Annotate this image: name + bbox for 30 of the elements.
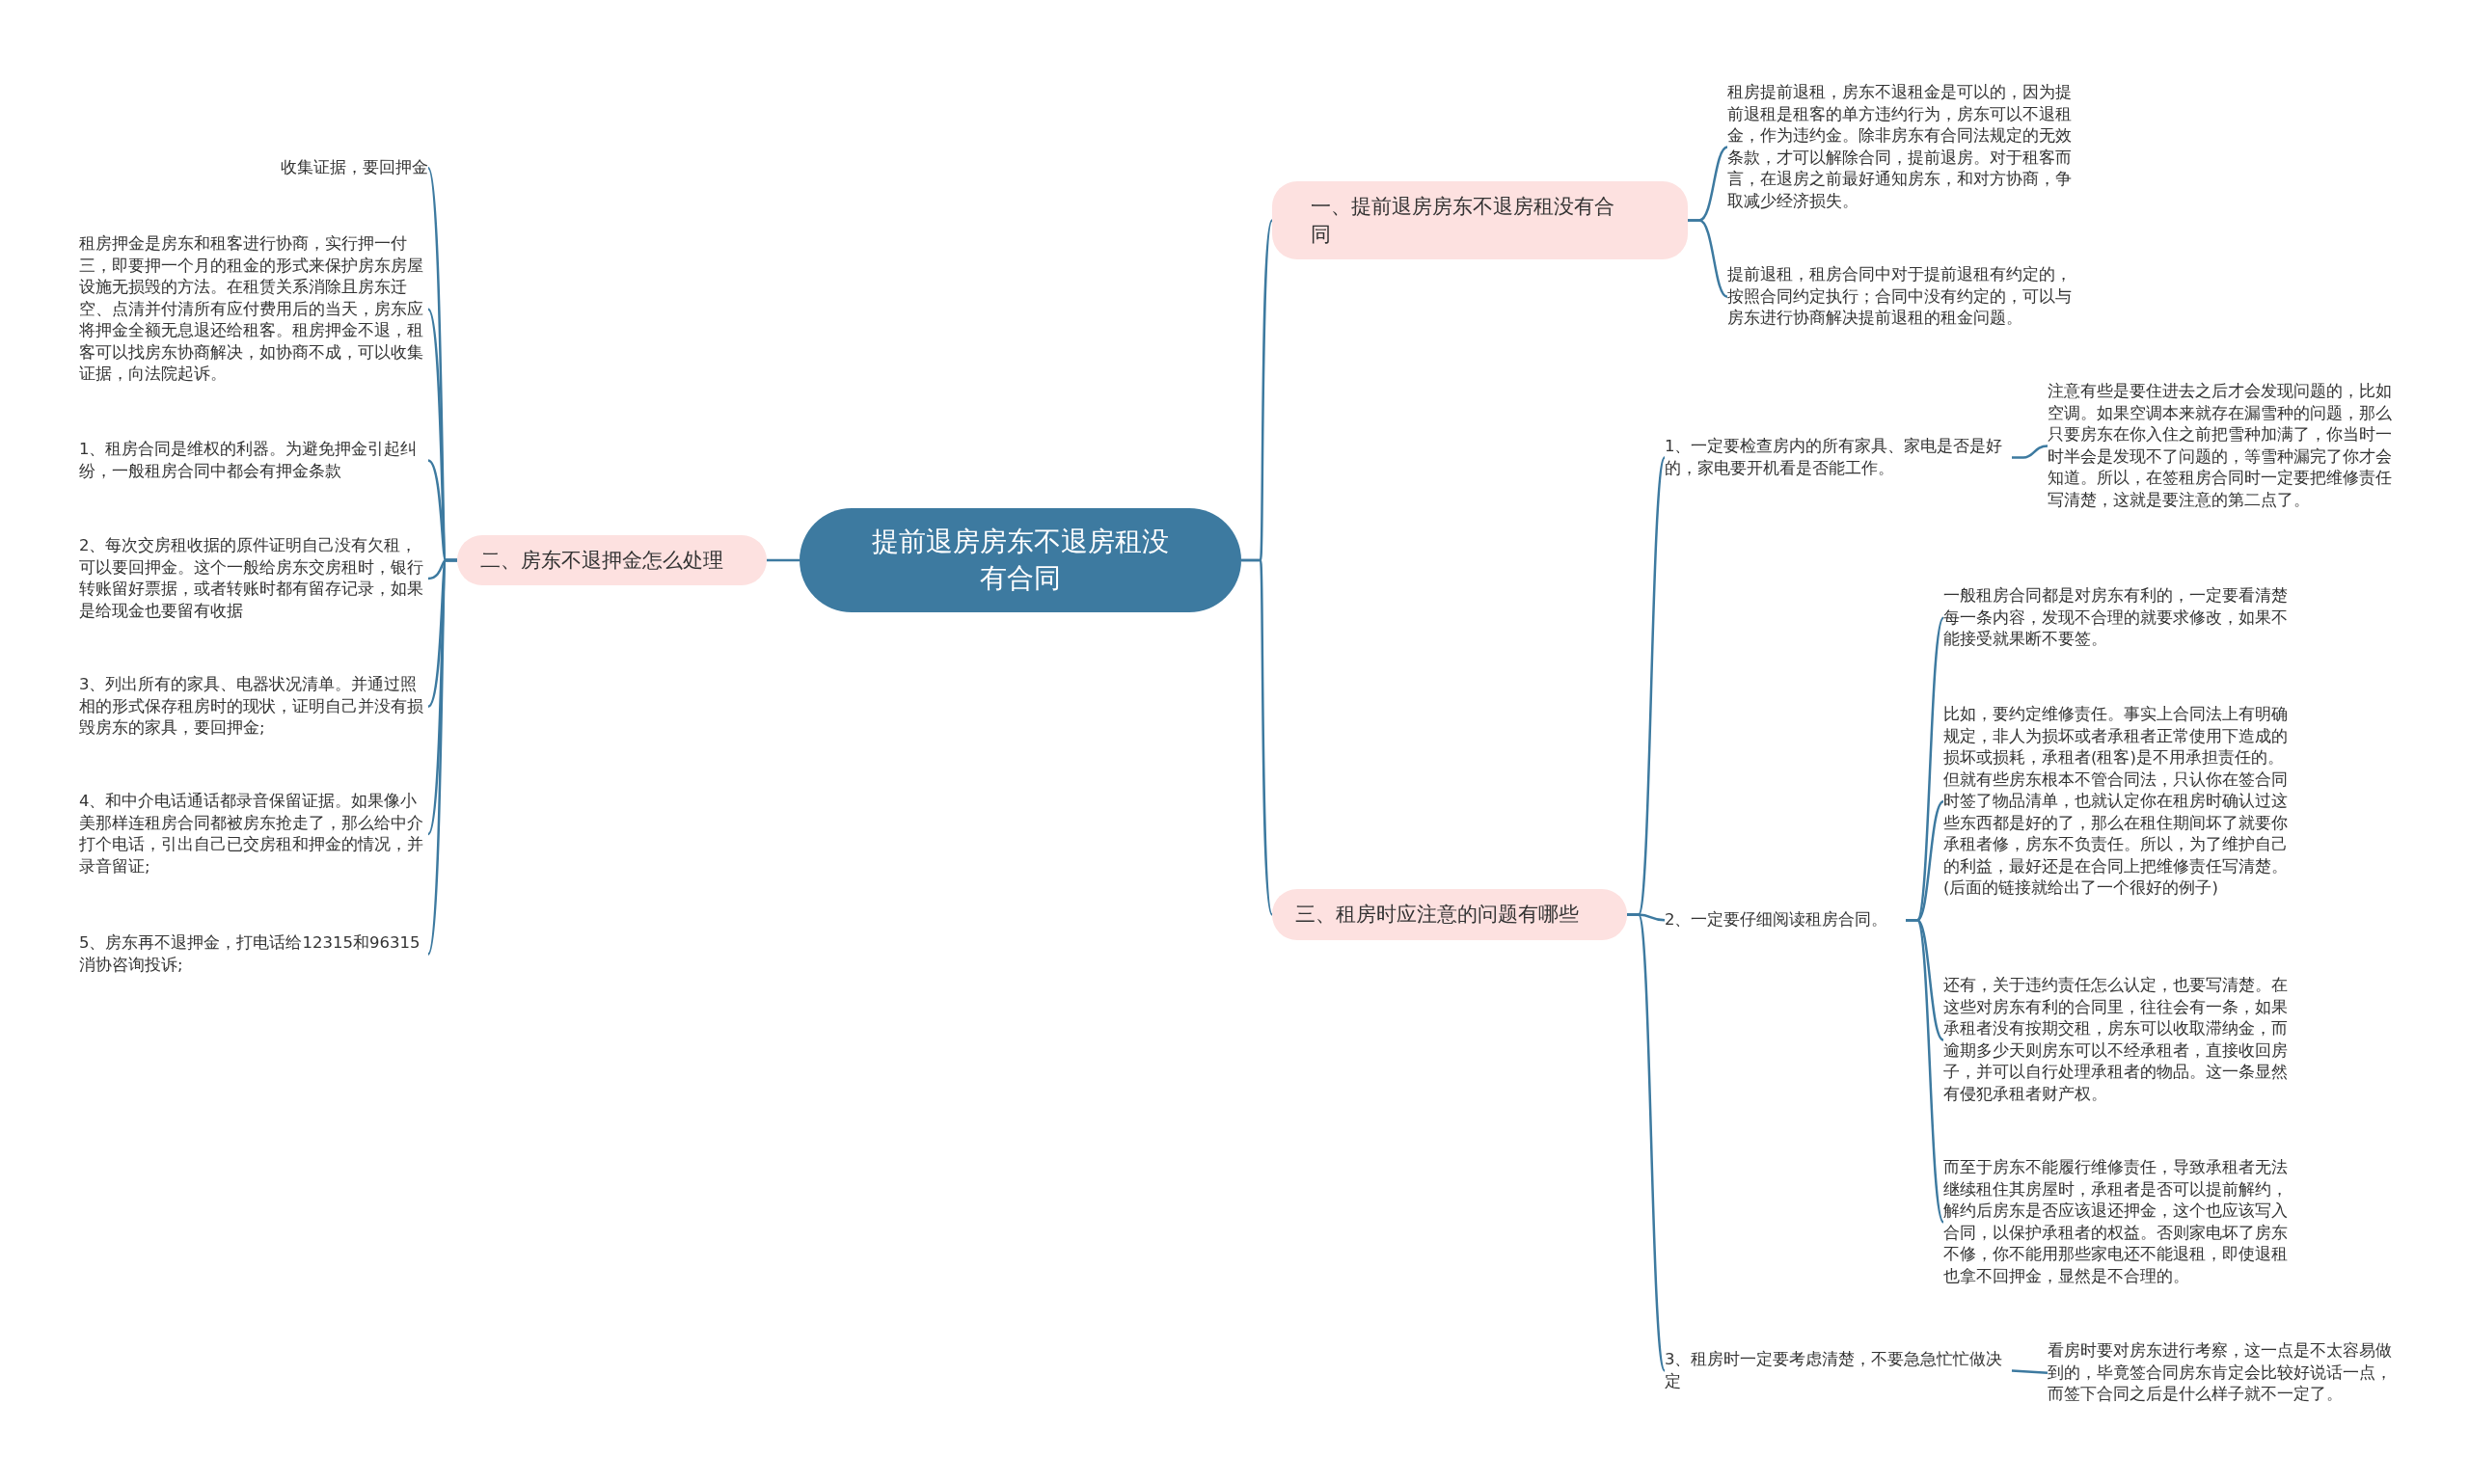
note-text: 一般租房合同都是对房东有利的，一定要看清楚每一条内容，发现不合理的就要求修改，如果不能接受就果断不要签。 <box>1943 585 2293 651</box>
note-text: 3、租房时一定要考虑清楚，不要急急忙忙做决定 <box>1665 1349 2012 1392</box>
root-topic: 提前退房房东不退房租没有合同 <box>800 508 1241 612</box>
connector-line <box>1906 919 1945 1224</box>
connector-line <box>426 558 457 955</box>
topic-box: 一、提前退房房东不退房租没有合同 <box>1272 181 1688 259</box>
note-text: 提前退租，租房合同中对于提前退租有约定的，按照合同约定执行；合同中没有约定的，可以与房东进行协商解决提前退租的租金问题。 <box>1727 264 2075 330</box>
connector-line <box>1627 913 1667 1371</box>
note-text: 1、租房合同是维权的利器。为避免押金引起纠纷，一般租房合同中都会有押金条款 <box>79 439 428 482</box>
connector-line <box>2011 1369 2048 1374</box>
note-text: 租房押金是房东和租客进行协商，实行押一付三，即要押一个月的租金的形式来保护房东房屋设施无损毁的方法。在租赁关系消除且房东迁空、点清并付清所有应付费用后的当天，房东应将押金全额无息退还给租客。租房押金不退，租客可以找房东协商解决，如协商不成，可以收集证据，向法院起诉。 <box>79 233 428 386</box>
note-text: 2、一定要仔细阅读租房合同。 <box>1665 909 1906 931</box>
note-text: 看房时要对房东进行考察，这一点是不太容易做到的，毕竟签合同房东肯定会比较好说话一点，而签下合同之后是什么样子就不一定了。 <box>2048 1340 2397 1406</box>
connector-line <box>1241 558 1274 915</box>
note-text: 而至于房东不能履行维修责任，导致承租者无法继续租住其房屋时，承租者是否可以提前解约，解约后房东是否应该退还押金，这个也应该写入合同，以保护承租者的权益。否则家电坏了房东不修，你不能用那些家电还不能退租，即使退租也拿不回押金，显然是不合理的。 <box>1943 1157 2293 1287</box>
note-text: 2、每次交房租收据的原件证明自己没有欠租，可以要回押金。这个一般给房东交房租时，银行转账留好票据，或者转账时都有留存记录，如果是给现金也要留有收据 <box>79 535 428 622</box>
connector-line <box>1688 219 1728 298</box>
note-text: 收集证据，要回押金 <box>79 157 428 179</box>
note-text: 比如，要约定维修责任。事实上合同法上有明确规定，非人为损坏或者承租者正常使用下造成的损坏或损耗，承租者(租客)是不用承担责任的。但就有些房东根本不管合同法，只认你在签合同时签了物品清单，也就认定你在租房时确认过这些东西都是好的了，那么在租住期间坏了就要你承租者修，房东不负责任。所以，为了维护自己的利益，最好还是在合同上把维修责任写清楚。(后面的链接就给出了一个很好的例子) <box>1943 704 2293 900</box>
note-text: 还有，关于违约责任怎么认定，也要写清楚。在这些对房东有利的合同里，往往会有一条，如果承租者没有按期交租，房东可以收取滞纳金，而逾期多少天则房东可以不经承租者，直接收回房子，并可以自行处理承租者的物品。这一条显然有侵犯承租者财产权。 <box>1943 975 2293 1105</box>
note-text: 租房提前退租，房东不退租金是可以的，因为提前退租是租客的单方违约行为，房东可以不退租金，作为违约金。除非房东有合同法规定的无效条款，才可以解除合同，提前退房。对于租客而言，在退房之前最好通知房东，和对方协商，争取减少经济损失。 <box>1727 82 2075 212</box>
note-text: 4、和中介电话通话都录音保留证据。如果像小美那样连租房合同都被房东抢走了，那么给中介打个电话，引出自己已交房租和押金的情况，并录音留证; <box>79 791 428 877</box>
connector-line <box>767 558 800 562</box>
topic-box: 三、租房时应注意的问题有哪些 <box>1272 889 1627 940</box>
connector-line <box>2012 445 2048 459</box>
note-text: 1、一定要检查房内的所有家具、家电是否是好的，家电要开机看是否能工作。 <box>1665 436 2012 479</box>
topic-box: 二、房东不退押金怎么处理 <box>457 535 767 585</box>
note-text: 3、列出所有的家具、电器状况清单。并通过照相的形式保存租房时的现状，证明自己并没有损毁房东的家具，要回押金; <box>79 674 428 740</box>
note-text: 注意有些是要住进去之后才会发现问题的，比如空调。如果空调本来就存在漏雪种的问题，那么只要房东在你入住之前把雪种加满了，你当时一时半会是发现不了问题的，等雪种漏完了你才会知道。所以，在签租房合同时一定要把维修责任写清楚，这就是要注意的第二点了。 <box>2048 381 2397 511</box>
note-text: 5、房东再不退押金，打电话给12315和96315消协咨询投诉; <box>79 932 428 976</box>
